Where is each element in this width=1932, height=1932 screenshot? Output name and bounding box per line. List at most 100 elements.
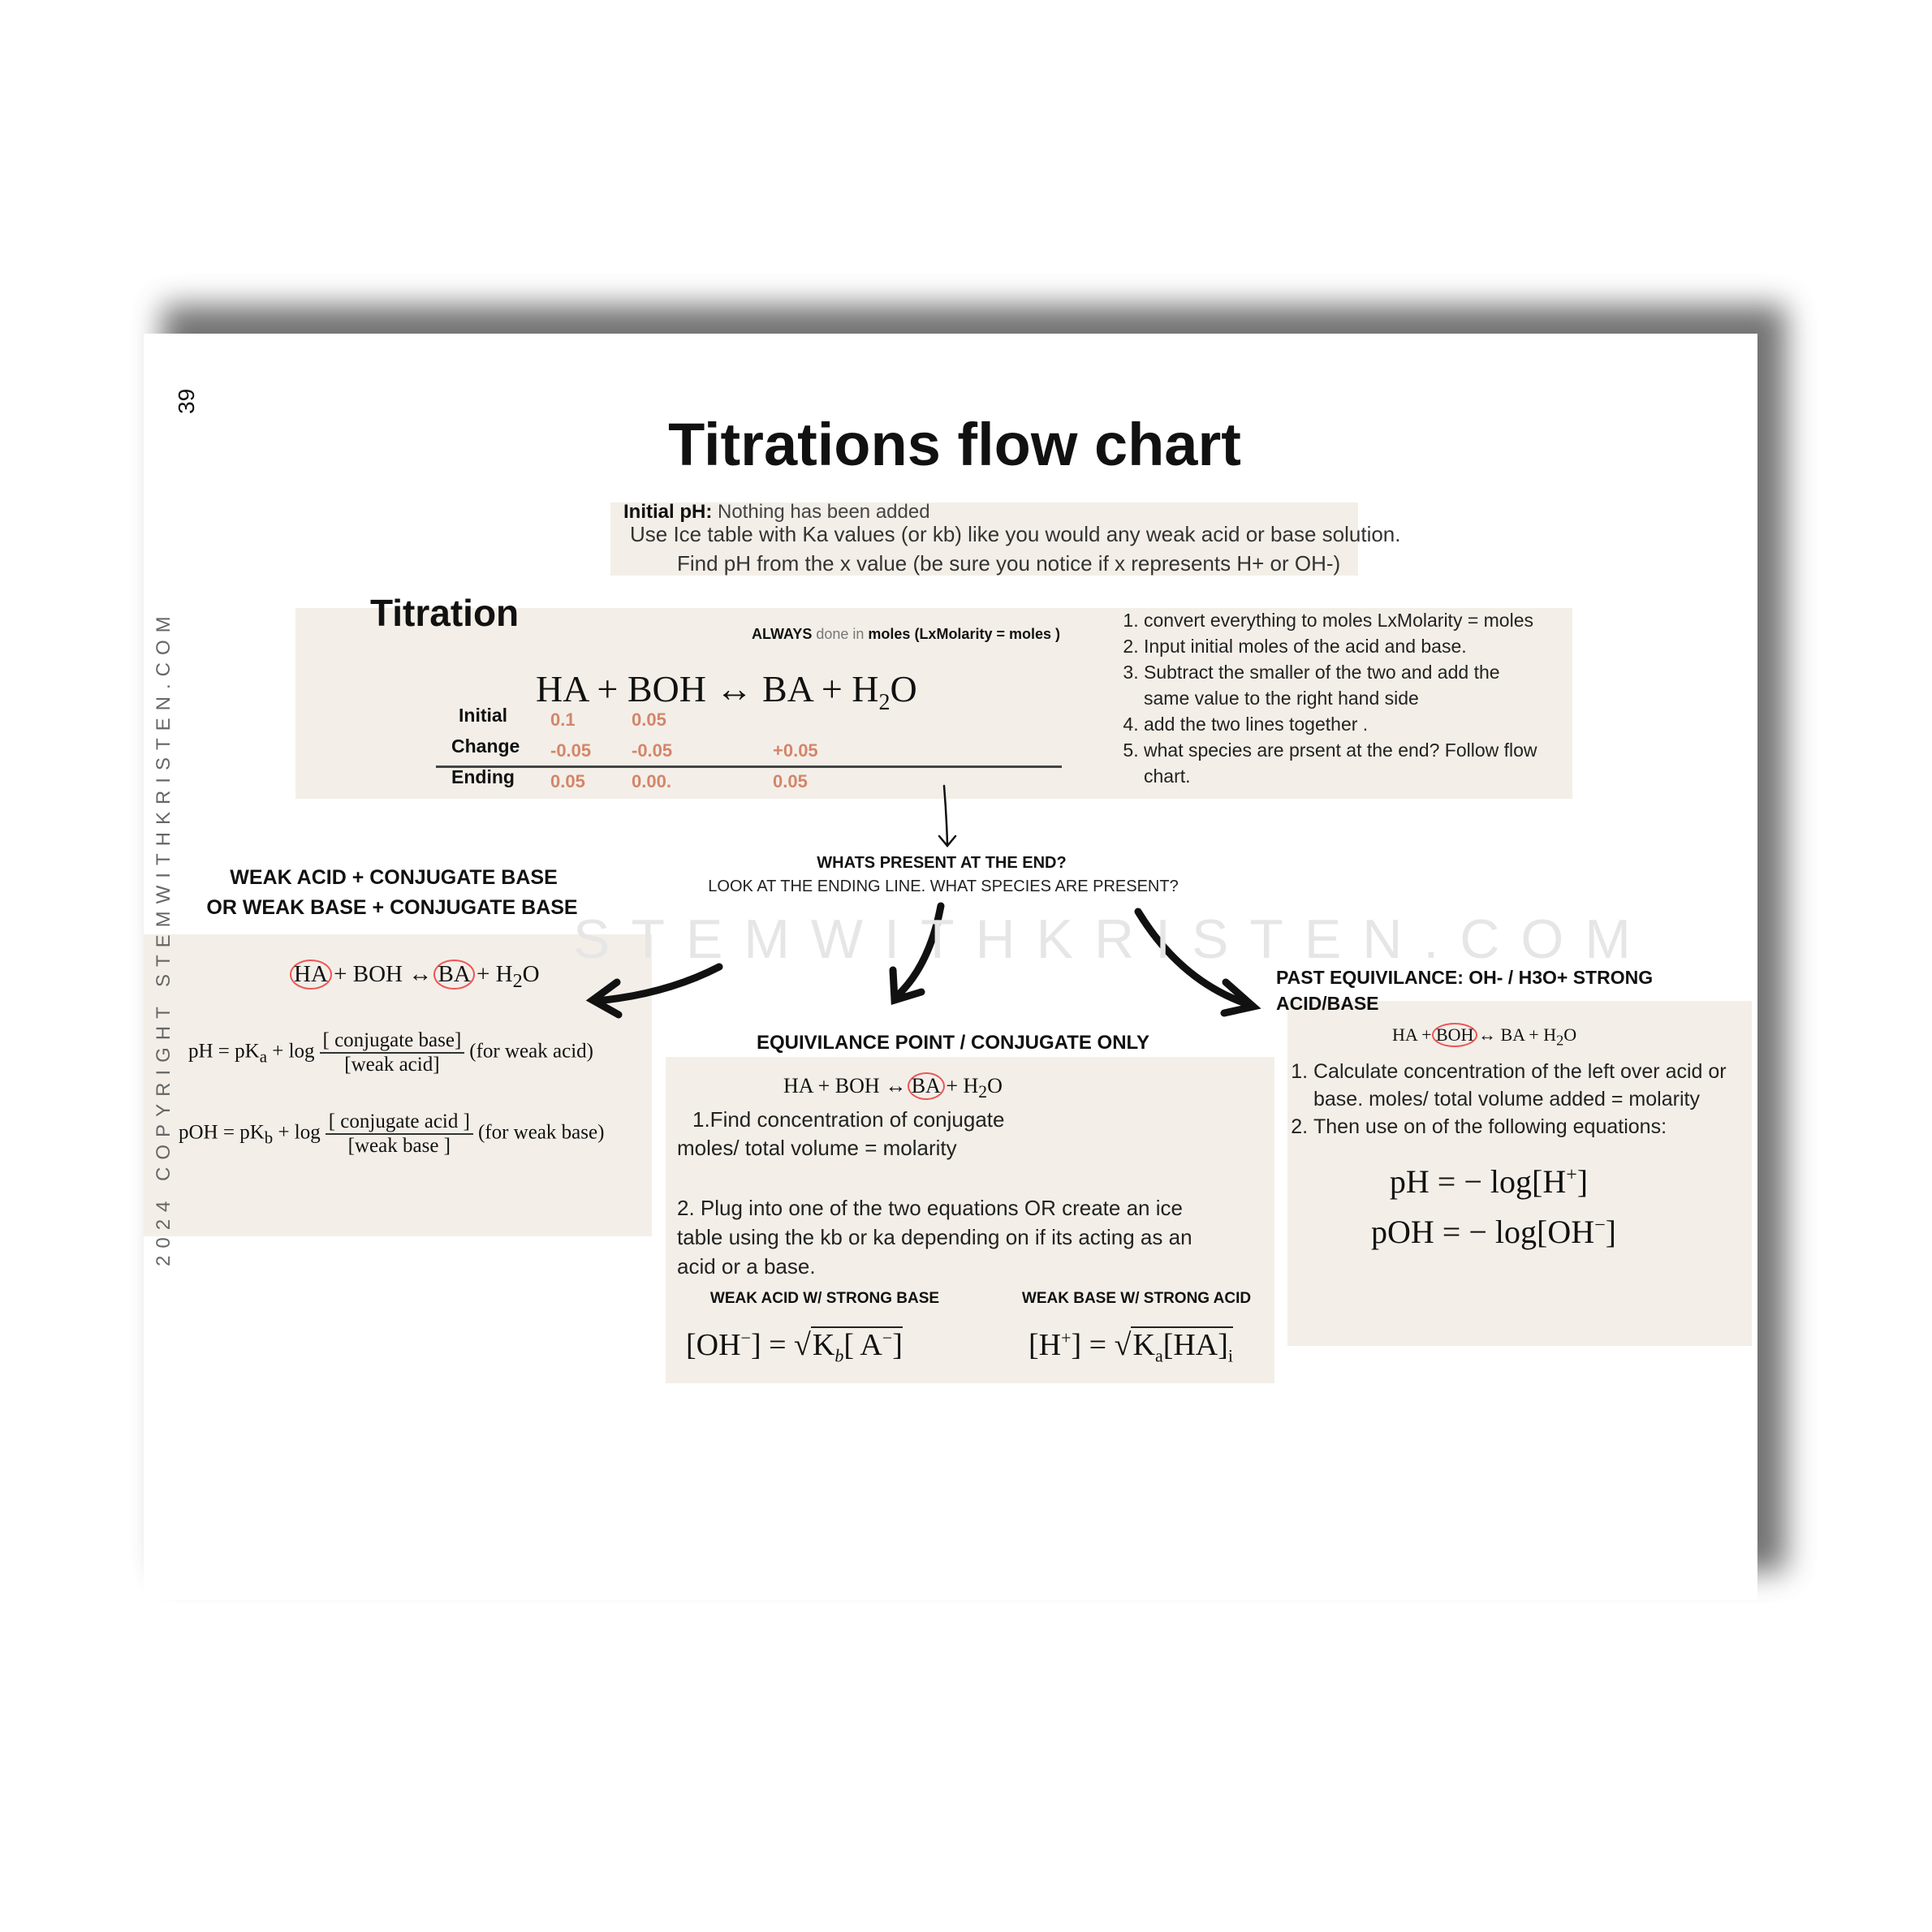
- ice-cell: -0.05: [632, 740, 673, 761]
- step-item: Input initial moles of the acid and base…: [1144, 633, 1543, 659]
- titration-equation: HA + BOH ↔ BA + H2O: [536, 667, 917, 716]
- h-radicand: Ka[HA]i: [1131, 1326, 1234, 1366]
- weak-acid-label: WEAK ACID W/ STRONG BASE: [709, 1290, 940, 1307]
- initial-ph-line1: Use Ice table with Ka values (or kb) lik…: [630, 522, 1401, 546]
- reaction-token: + H: [940, 1074, 979, 1098]
- oh-lhs: [OH: [686, 1328, 741, 1362]
- h-mid: ] = √: [1071, 1328, 1132, 1362]
- equation-main: HA + BOH ↔ BA + H: [536, 668, 879, 709]
- arrow-left: [585, 963, 723, 1019]
- equivalence-heading: EQUIVILANCE POINT / CONJUGATE ONLY: [756, 1032, 1150, 1054]
- moles-text: moles (LxMolarity = moles ): [868, 626, 1060, 642]
- poh-strong-lhs: pOH = − log[OH: [1371, 1214, 1595, 1250]
- h-lhs: [H: [1029, 1328, 1062, 1362]
- arrow-right: [1134, 908, 1261, 1017]
- ph-sub: a: [259, 1046, 267, 1067]
- buffer-reaction: HA + BOH ↔ BA + H2O: [290, 960, 540, 993]
- ice-cell: 0.05: [550, 771, 585, 791]
- step-item: what species are prsent at the end? Foll…: [1144, 737, 1543, 789]
- ph-lhs: pH = pK: [188, 1040, 260, 1063]
- ha-conc: [HA]: [1162, 1328, 1228, 1362]
- ph-strong-sup: +: [1566, 1164, 1577, 1186]
- equivalence-step1a: 1.Find concentration of conjugate: [692, 1107, 1005, 1132]
- poh-strong-end: ]: [1605, 1214, 1616, 1250]
- ph-log: + log: [266, 1040, 315, 1063]
- question-subtitle: LOOK AT THE ENDING LINE. WHAT SPECIES AR…: [708, 878, 1179, 895]
- reaction-token: 2: [978, 1082, 988, 1102]
- moles-note: ALWAYS done in moles (LxMolarity = moles…: [752, 626, 1060, 643]
- poh-strong-equation: pOH = − log[OH−]: [1371, 1213, 1616, 1251]
- arrow-to-question: [938, 784, 957, 847]
- question-title: WHATS PRESENT AT THE END?: [817, 854, 1067, 872]
- reaction-token: O: [522, 961, 540, 987]
- a-minus: [ A: [843, 1328, 882, 1362]
- ice-cell: -0.05: [550, 740, 592, 761]
- poh-lhs: pOH = pK: [179, 1121, 265, 1144]
- ph-strong-end: ]: [1576, 1163, 1589, 1200]
- reaction-token: BOH: [1431, 1023, 1478, 1047]
- reaction-token: ↔: [402, 961, 438, 987]
- poh-numerator: [ conjugate acid ]: [325, 1110, 473, 1135]
- reaction-token: + H: [1524, 1024, 1557, 1045]
- oh-sqrt-equation: [OH−] = √Kb[ A−]: [686, 1326, 903, 1367]
- reaction-token: +: [813, 1074, 835, 1098]
- ph-strong-lhs: pH = − log[H: [1389, 1163, 1567, 1200]
- oh-end: ]: [892, 1328, 903, 1362]
- initial-ph-box: [610, 502, 1358, 576]
- ice-cell: 0.00.: [632, 771, 671, 791]
- initial-ph-line2: Find pH from the x value (be sure you no…: [677, 551, 1341, 576]
- ph-fraction: [ conjugate base][weak acid]: [319, 1029, 465, 1076]
- past-heading: PAST EQUIVILANCE: OH- / H3O+ STRONG ACID…: [1276, 967, 1654, 1014]
- reaction-token: BOH: [352, 961, 403, 987]
- ph-numerator: [ conjugate base]: [319, 1029, 465, 1054]
- reaction-token: 2: [512, 969, 523, 992]
- reaction-token: HA: [783, 1074, 813, 1098]
- reaction-token: BA: [907, 1072, 945, 1100]
- poh-log: + log: [273, 1121, 321, 1144]
- initial-ph-label: Initial pH:: [623, 501, 713, 523]
- arrow-middle: [889, 902, 945, 1005]
- equation-sub: 2: [878, 690, 891, 716]
- ice-cell: 0.1: [550, 709, 576, 730]
- ice-divider: [436, 765, 1062, 768]
- ice-row-label: Change: [451, 735, 520, 757]
- kb: K: [812, 1328, 835, 1362]
- ph-note: (for weak acid): [469, 1040, 593, 1063]
- initial-ph-header: Initial pH: Nothing has been added: [623, 501, 930, 524]
- equivalence-box: [666, 1057, 1274, 1383]
- oh-radicand: Kb[ A−]: [810, 1326, 903, 1366]
- h-sqrt-equation: [H+] = √Ka[HA]i: [1029, 1326, 1234, 1367]
- initial-ph-note: Nothing has been added: [718, 501, 930, 523]
- poh-note: (for weak base): [477, 1121, 605, 1144]
- buffer-box: [144, 934, 652, 1236]
- past-reaction: HA + BOH ↔ BA + H2O: [1392, 1023, 1576, 1049]
- kb-sub: b: [834, 1345, 844, 1366]
- reaction-token: ↔: [1473, 1024, 1501, 1045]
- step-item: Then use on of the following equations:: [1313, 1113, 1762, 1141]
- titration-heading: Titration: [370, 592, 520, 634]
- a-minus-sup: −: [882, 1327, 893, 1348]
- past-box: [1287, 1001, 1752, 1346]
- ka: K: [1132, 1328, 1155, 1362]
- ice-cell: 0.05: [773, 771, 808, 791]
- reaction-token: HA: [290, 960, 332, 990]
- ka-sub: a: [1154, 1345, 1163, 1366]
- reaction-token: 2: [1556, 1032, 1564, 1049]
- ice-row-label: Initial: [459, 705, 508, 726]
- weak-base-label: WEAK BASE W/ STRONG ACID: [1021, 1290, 1252, 1307]
- equation-end: O: [890, 668, 917, 709]
- equivalence-step1b: moles/ total volume = molarity: [677, 1136, 957, 1160]
- page-title: Titrations flow chart: [668, 411, 1241, 478]
- ha-sub: i: [1227, 1345, 1234, 1366]
- poh-fraction: [ conjugate acid ][weak base ]: [325, 1110, 473, 1158]
- step-item: add the two lines together .: [1144, 711, 1543, 737]
- poh-buffer-equation: pOH = pKb + log[ conjugate acid ][weak b…: [179, 1110, 604, 1158]
- step-item: Calculate concentration of the left over…: [1313, 1058, 1762, 1113]
- poh-sub: b: [264, 1128, 274, 1148]
- reaction-token: ↔: [879, 1074, 912, 1098]
- ph-denominator: [weak acid]: [344, 1054, 440, 1076]
- reaction-token: BA: [1500, 1024, 1524, 1045]
- ice-cell: 0.05: [632, 709, 666, 730]
- buffer-heading-1: WEAK ACID + CONJUGATE BASE: [230, 866, 558, 889]
- oh-sup: −: [740, 1327, 751, 1348]
